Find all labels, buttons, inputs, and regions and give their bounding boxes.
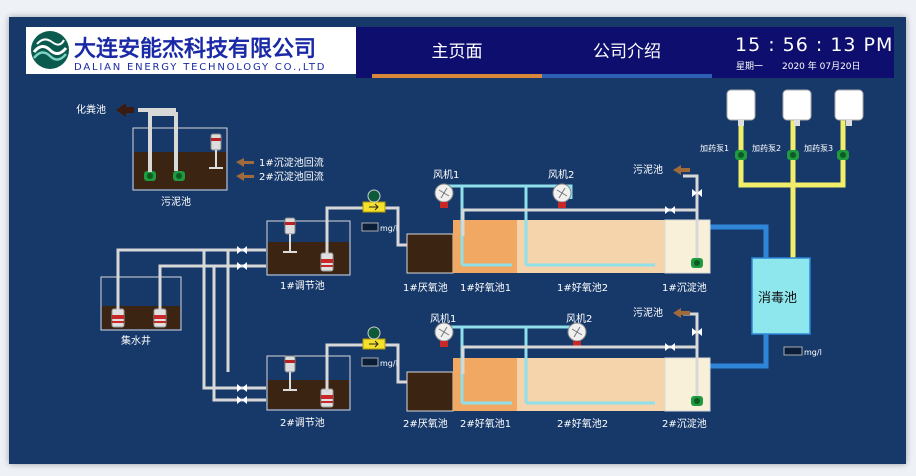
line1-aerobic1-label: 1#好氧池1 (460, 281, 511, 294)
return-flow-1: 1#沉淀池回流 (259, 156, 324, 169)
pump-icon[interactable] (691, 396, 703, 406)
regulating-tank-2-label: 2#调节池 (280, 416, 325, 429)
sump-pump-icon[interactable] (320, 252, 334, 272)
arrow-left-icon (116, 103, 134, 117)
disinfection-label: 消毒池 (758, 291, 797, 306)
arrow-left-icon (236, 158, 254, 167)
fan-1-label: 风机1 (433, 168, 459, 181)
chemical-tank-icon (726, 89, 756, 127)
flowmeter-icon[interactable] (362, 326, 386, 350)
sludge-return-1 (461, 174, 699, 258)
dosing-pump-1-label: 加药泵1 (700, 143, 729, 153)
septic-pipes (138, 108, 178, 172)
disinfection-readout (783, 346, 803, 356)
sludge-pool[interactable] (132, 127, 228, 191)
wave-logo-icon (31, 31, 69, 69)
valve-icon[interactable] (237, 384, 247, 392)
regulating-tank-1-label: 1#调节池 (280, 279, 325, 292)
flowmeter-icon[interactable] (362, 189, 386, 213)
company-name-en: DALIAN ENERGY TECHNOLOGY CO.,LTD (74, 62, 326, 73)
clock-date: 2020 年 07月20日 (782, 62, 861, 72)
pump-icon[interactable] (144, 171, 156, 181)
company-name-cn: 大连安能杰科技有限公司 (74, 36, 316, 62)
line1-feed (325, 206, 410, 255)
flow-readout-2 (361, 357, 379, 367)
collection-well-label: 集水井 (121, 334, 151, 347)
top-navigation: 主页面 公司介绍 (356, 27, 894, 78)
chemical-tank-icon (834, 89, 864, 127)
blower-icon[interactable] (552, 183, 572, 209)
regulating-tank-2[interactable] (266, 355, 351, 411)
tab-company[interactable]: 公司介绍 (542, 27, 712, 78)
blower-icon[interactable] (567, 322, 587, 348)
tab-home-indicator (372, 74, 542, 78)
company-logo: 大连安能杰科技有限公司 DALIAN ENERGY TECHNOLOGY CO.… (26, 27, 356, 74)
blower-icon[interactable] (434, 183, 454, 209)
return-flow-2: 2#沉淀池回流 (259, 170, 324, 183)
valve-icon[interactable] (665, 206, 675, 214)
line2-sludge-label: 污泥池 (633, 306, 663, 319)
dosing-pump-3-label: 加药泵3 (804, 143, 833, 153)
dosing-pipes (738, 120, 846, 258)
tab-home[interactable]: 主页面 (372, 27, 542, 78)
line1-sludge-label: 污泥池 (633, 163, 663, 176)
dosing-pump-2-label: 加药泵2 (752, 143, 781, 153)
flow-readout-1 (361, 222, 379, 232)
valve-icon[interactable] (237, 396, 247, 404)
clock-weekday: 星期一 (736, 62, 764, 72)
sludge-pool-label: 污泥池 (161, 195, 191, 208)
dosing-pump-icon[interactable] (787, 150, 799, 160)
line2-anoxic-label: 2#厌氧池 (403, 417, 448, 430)
line2-aerobic2-label: 2#好氧池2 (557, 417, 608, 430)
line1-anoxic-label: 1#厌氧池 (403, 281, 448, 294)
valve-icon[interactable] (237, 262, 247, 270)
flow-unit-1: mg/l (380, 224, 398, 233)
tab-company-indicator (542, 74, 712, 78)
line1-sedimentation-label: 1#沉淀池 (662, 281, 707, 294)
arrow-left-icon (673, 308, 690, 318)
dosing-pump-icon[interactable] (735, 150, 747, 160)
arrow-left-icon (673, 165, 690, 175)
line2-sedimentation-label: 2#沉淀池 (662, 417, 707, 430)
clean-water-pipes (710, 224, 769, 369)
regulating-tank-1[interactable] (266, 217, 351, 276)
line2-aerobic1-label: 2#好氧池1 (460, 417, 511, 430)
line1-aerobic2-label: 1#好氧池2 (557, 281, 608, 294)
disinfection-unit: mg/l (804, 348, 822, 357)
line2-feed (325, 343, 410, 392)
collection-well[interactable] (100, 276, 182, 331)
logo-graphic: 大连安能杰科技有限公司 DALIAN ENERGY TECHNOLOGY CO.… (31, 31, 326, 73)
septic-tank-label: 化粪池 (76, 103, 106, 116)
valve-icon[interactable] (665, 343, 675, 351)
tab-company-label: 公司介绍 (593, 42, 661, 62)
clock-time: 15 : 56 : 13 PM (735, 34, 894, 56)
pump-icon[interactable] (173, 171, 185, 181)
sump-pump-icon[interactable] (111, 308, 125, 328)
tab-home-label: 主页面 (431, 42, 483, 62)
flow-unit-2: mg/l (380, 359, 398, 368)
chemical-tank-icon (782, 89, 812, 127)
valve-icon[interactable] (237, 246, 247, 254)
fan-2-label: 风机2 (548, 168, 574, 181)
disinfection-tank[interactable] (751, 257, 811, 335)
arrow-left-icon (236, 172, 254, 181)
sump-pump-icon[interactable] (153, 308, 167, 328)
fan-1-label-line2: 风机1 (430, 312, 456, 325)
blower-icon[interactable] (434, 322, 454, 348)
fan-2-label-line2: 风机2 (566, 312, 592, 325)
dosing-pump-icon[interactable] (837, 150, 849, 160)
pump-icon[interactable] (691, 258, 703, 268)
